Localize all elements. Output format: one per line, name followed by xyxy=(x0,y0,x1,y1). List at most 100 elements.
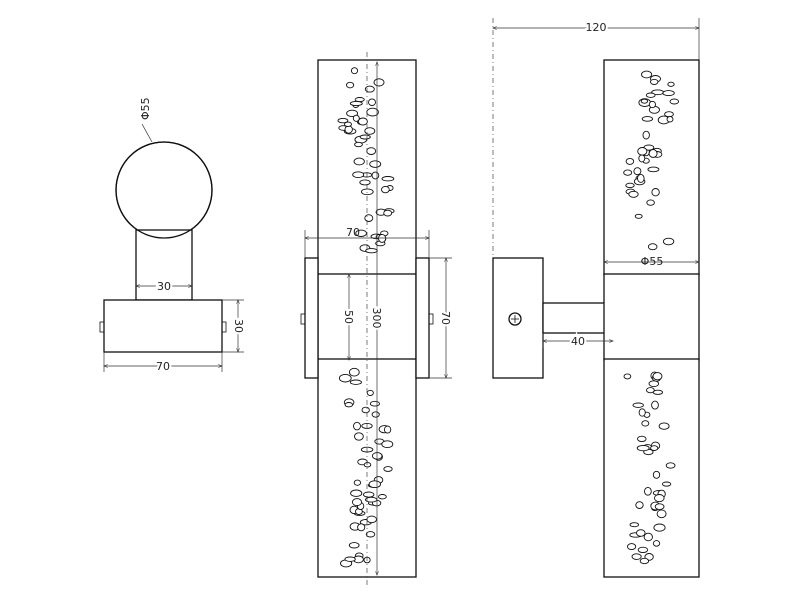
perforation-hole xyxy=(364,214,374,222)
perforation-hole xyxy=(366,147,377,155)
side-stem-width-label: 30 xyxy=(157,280,171,293)
perforation-hole xyxy=(631,553,642,560)
perforation-hole xyxy=(633,167,642,176)
perforation-hole xyxy=(637,546,649,554)
perforation-hole xyxy=(337,117,349,124)
perforation-hole xyxy=(357,523,366,532)
perforation-hole xyxy=(365,248,378,254)
perforation-hole xyxy=(363,491,375,498)
perforation-hole xyxy=(344,121,352,127)
perforation-hole xyxy=(656,509,667,519)
perforation-hole xyxy=(662,90,675,97)
front-bracket-height-label: 70 xyxy=(439,311,452,325)
perforation-hole xyxy=(638,154,646,163)
perforation-hole xyxy=(353,479,362,486)
perforation-hole xyxy=(381,185,390,194)
perforation-hole xyxy=(652,389,664,395)
front-view: 70 50 300 70 xyxy=(300,52,454,585)
side-diameter-label: Φ55 xyxy=(139,97,152,120)
perforation-hole xyxy=(654,503,665,510)
perforation-hole xyxy=(365,531,376,538)
profile-mount-band xyxy=(603,273,700,361)
perforation-hole xyxy=(353,421,361,431)
perforation-hole xyxy=(366,389,374,396)
perforation-hole xyxy=(635,501,644,509)
perforation-hole xyxy=(667,81,675,87)
perforation-hole xyxy=(658,422,670,430)
perforation-hole xyxy=(666,116,674,123)
perforation-hole xyxy=(346,81,355,89)
perforation-hole xyxy=(669,98,680,105)
perforation-hole xyxy=(378,494,387,500)
side-view-stem xyxy=(135,229,193,301)
perforation-hole xyxy=(354,141,363,148)
perforation-hole xyxy=(647,166,660,173)
perforation-hole xyxy=(371,171,380,180)
perforation-hole xyxy=(641,70,653,79)
perforation-hole xyxy=(652,470,661,479)
screw-icon xyxy=(508,312,522,326)
perforation-hole xyxy=(623,169,633,176)
perforation-hole xyxy=(647,243,658,251)
perforation-hole xyxy=(652,540,661,547)
perforation-hole xyxy=(653,523,666,532)
profile-tube-diameter-label: Φ55 xyxy=(641,255,664,268)
perforation-hole xyxy=(641,420,650,427)
perforation-hole xyxy=(383,209,393,217)
front-view-bracket-left xyxy=(304,257,319,379)
perforation-hole xyxy=(361,406,370,414)
front-mount-height-label: 50 xyxy=(342,310,355,324)
perforation-hole xyxy=(381,440,394,449)
perforation-hole xyxy=(383,466,393,472)
perforation-hole xyxy=(625,182,635,189)
perforation-hole xyxy=(364,127,376,135)
perforation-hole xyxy=(623,373,632,380)
perforation-hole xyxy=(359,134,371,140)
profile-view: 120 Φ55 40 xyxy=(492,18,700,578)
side-view: Φ55 30 30 70 xyxy=(99,97,247,375)
perforation-hole xyxy=(369,400,380,407)
profile-lower-tube xyxy=(603,358,700,578)
perforation-hole xyxy=(378,233,387,243)
perforation-hole xyxy=(651,400,659,410)
perforation-hole xyxy=(368,480,381,489)
perforation-hole xyxy=(638,408,646,417)
perforation-hole xyxy=(646,199,655,206)
perforation-hole xyxy=(640,98,649,104)
perforation-hole xyxy=(625,157,635,165)
perforation-hole xyxy=(349,100,363,107)
perforation-hole xyxy=(654,494,665,503)
side-base-width-label: 70 xyxy=(156,360,170,373)
perforation-hole xyxy=(350,67,359,75)
perforation-hole xyxy=(352,171,365,179)
perforation-hole xyxy=(383,425,392,434)
perforation-hole xyxy=(637,435,647,443)
perforation-hole xyxy=(348,542,360,549)
perforation-hole xyxy=(636,444,650,452)
perforation-hole xyxy=(344,556,356,562)
perforation-hole xyxy=(632,402,644,408)
perforation-hole xyxy=(357,117,368,126)
perforation-hole xyxy=(344,402,353,408)
side-view-base xyxy=(103,299,223,353)
perforation-hole xyxy=(641,116,654,122)
perforation-hole xyxy=(643,532,653,542)
perforation-hole xyxy=(351,498,363,507)
perforation-hole xyxy=(352,114,360,122)
perforation-hole xyxy=(648,100,656,109)
perforation-hole xyxy=(371,411,380,418)
perforation-hole xyxy=(363,462,372,468)
perforation-hole xyxy=(349,379,362,385)
perforation-hole xyxy=(634,213,643,219)
perforation-hole xyxy=(381,176,395,182)
profile-arm-length-label: 40 xyxy=(571,335,585,348)
perforation-hole xyxy=(661,481,672,487)
perforation-hole xyxy=(360,188,374,196)
perforation-hole xyxy=(366,515,377,524)
perforation-hole xyxy=(637,173,645,183)
profile-arm xyxy=(542,302,614,334)
perforation-hole xyxy=(628,190,639,198)
profile-total-width-label: 120 xyxy=(586,21,607,34)
perforation-hole xyxy=(364,85,375,93)
